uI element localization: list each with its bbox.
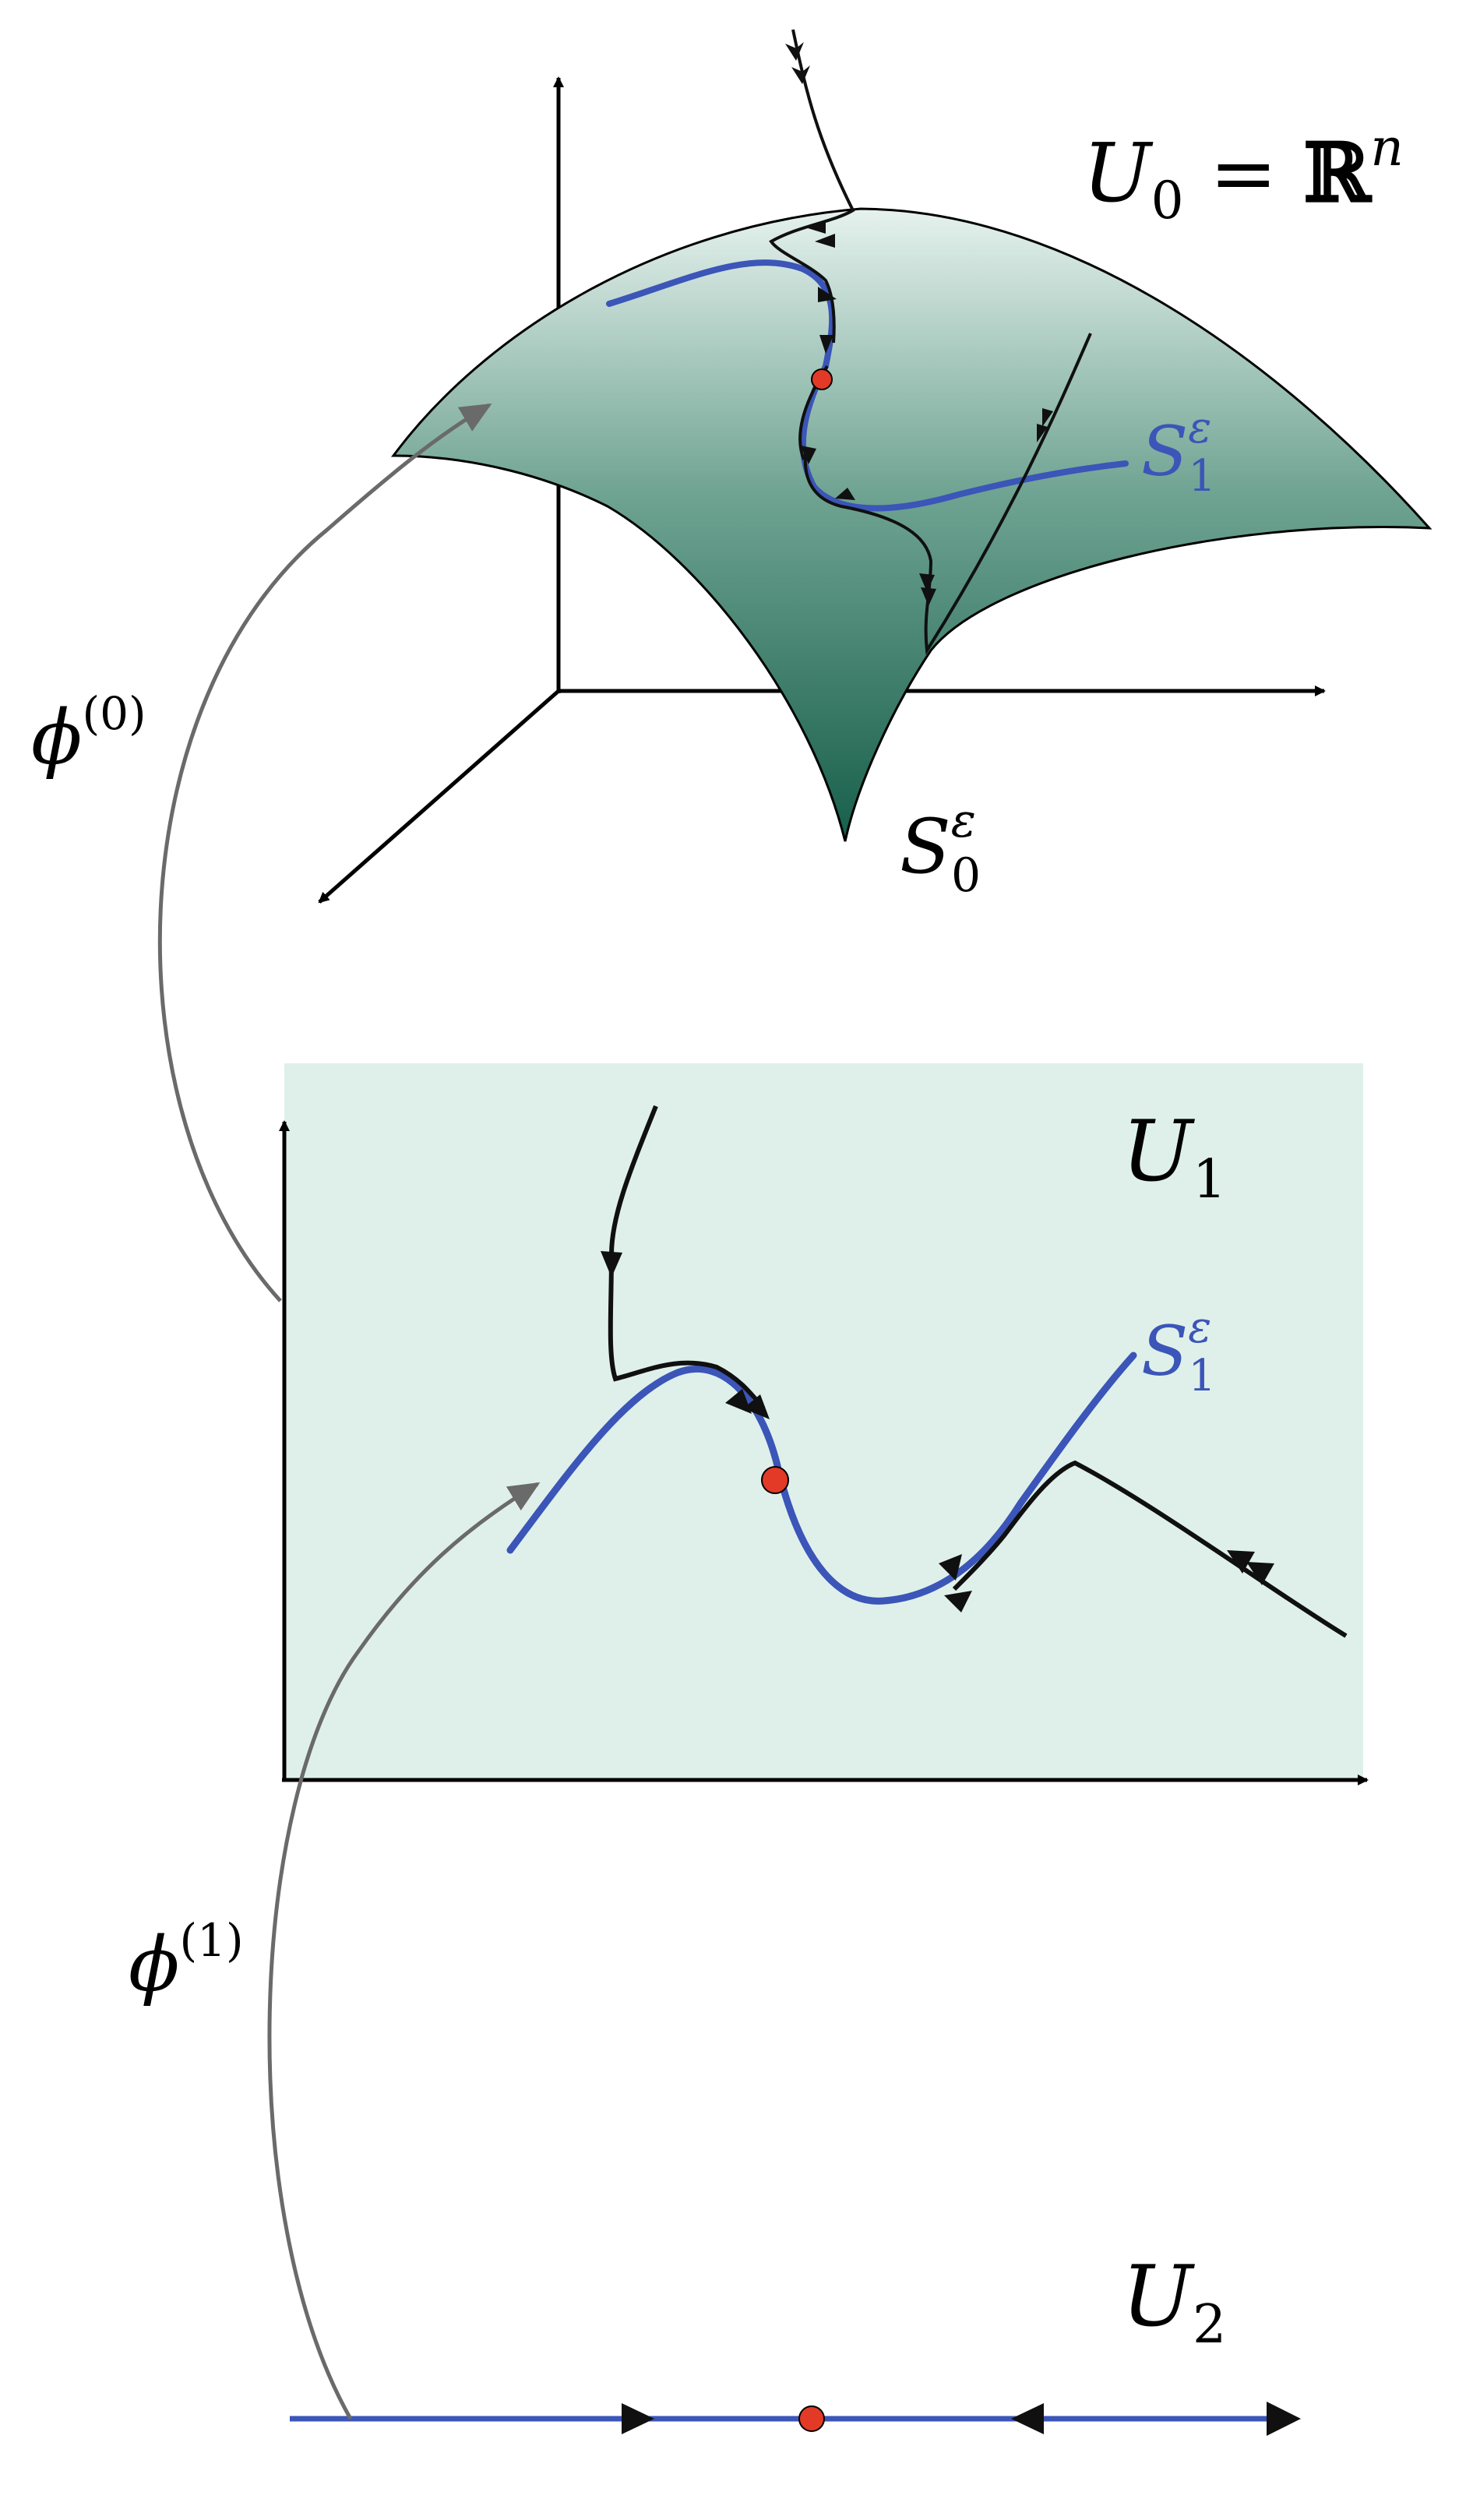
manifold-s1-in-u1 <box>506 1352 1137 1605</box>
equilibrium-point-top <box>811 368 833 390</box>
u2-arrowheads <box>622 2402 1301 2436</box>
label-u0: U0 = ℝn <box>1083 118 1404 231</box>
equilibrium-point-mid <box>761 1466 789 1494</box>
trajectory-arrowheads-top <box>785 42 1053 606</box>
map-arrow-phi0 <box>157 403 492 1302</box>
label-u2: U2 <box>1122 2248 1226 2356</box>
u2-arrow-right-1 <box>622 2403 654 2434</box>
label-u1: U1 <box>1122 1103 1226 1211</box>
trajectory-top-1 <box>769 29 855 344</box>
u2-arrow-left <box>1011 2403 1044 2434</box>
label-phi1: ϕ(1) <box>129 1914 244 2008</box>
trajectory-arrowheads-mid <box>601 1251 1274 1612</box>
trajectory-mid-1 <box>608 1105 766 1410</box>
axes-2d <box>279 1120 1369 1785</box>
panel-u2: U2 <box>290 2248 1301 2436</box>
trajectory-mid-2 <box>952 1460 1348 1638</box>
map-arrow-phi1 <box>267 1482 541 2420</box>
u2-arrow-right-end <box>1267 2402 1301 2436</box>
label-phi0: ϕ(0) <box>31 687 146 781</box>
plane-u1 <box>284 1063 1363 1780</box>
y-axis <box>318 689 560 904</box>
manifold-s1-on-surface <box>606 259 1129 512</box>
equilibrium-point-u2 <box>798 2405 825 2432</box>
map-arrows <box>157 403 541 2420</box>
surface-s0 <box>391 207 1433 842</box>
